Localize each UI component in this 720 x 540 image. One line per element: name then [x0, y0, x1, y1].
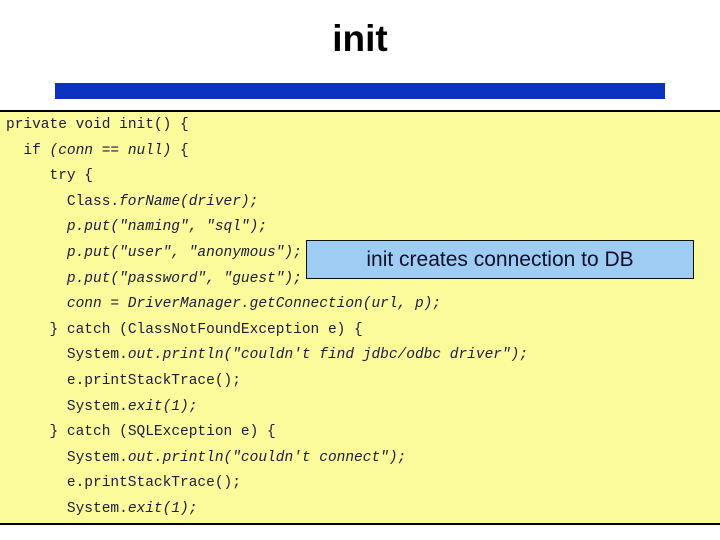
title-accent-bar: [55, 83, 665, 99]
code-panel: private void init() { if (conn == null) {…: [0, 110, 720, 525]
code-token-emphasis: out.println("couldn't find jdbc/odbc dri…: [127, 347, 529, 364]
page-title: init: [332, 18, 388, 59]
code-token: if: [23, 142, 50, 159]
code-token: System.: [66, 449, 128, 466]
code-token-emphasis: (conn == null): [49, 142, 181, 159]
code-line: System.out.println("couldn't connect");: [0, 446, 720, 472]
code-token: Class.: [66, 193, 120, 210]
code-token: System.: [66, 500, 128, 517]
code-line: if (conn == null) {: [0, 139, 720, 165]
code-token-emphasis: p.put("user", "anonymous");: [66, 244, 302, 261]
code-token-emphasis: exit(1);: [127, 398, 198, 415]
code-token: } catch (SQLException e) {: [49, 424, 276, 441]
callout-label: init creates connection to DB: [366, 247, 634, 271]
code-line: } catch (ClassNotFoundException e) {: [0, 318, 720, 344]
code-line: System.exit(1);: [0, 395, 720, 421]
code-token-emphasis: p.put("password", "guest");: [66, 270, 302, 287]
code-token: System.: [66, 398, 128, 415]
code-line: p.put("naming", "sql");: [0, 215, 720, 241]
code-line: conn = DriverManager.getConnection(url, …: [0, 292, 720, 318]
code-listing: private void init() { if (conn == null) {…: [0, 113, 720, 524]
code-token: {: [180, 142, 189, 159]
code-token: } catch (ClassNotFoundException e) {: [49, 321, 363, 338]
code-token-emphasis: forName(driver);: [119, 193, 259, 210]
code-line: Class.forName(driver);: [0, 190, 720, 216]
code-token: System.: [66, 347, 128, 364]
code-line: }: [0, 523, 720, 524]
code-line: e.printStackTrace();: [0, 369, 720, 395]
code-token-emphasis: exit(1);: [127, 500, 198, 517]
code-line: System.out.println("couldn't find jdbc/o…: [0, 343, 720, 369]
code-token: private void init() {: [6, 117, 189, 133]
code-token: e.printStackTrace();: [66, 372, 241, 389]
code-line: p.put("password", "guest");: [0, 267, 720, 293]
code-line: p.put("user", "anonymous");: [0, 241, 720, 267]
code-token-emphasis: p.put("naming", "sql");: [66, 219, 268, 236]
code-token: e.printStackTrace();: [66, 475, 241, 492]
code-line: try {: [0, 164, 720, 190]
callout-box: init creates connection to DB: [306, 240, 694, 279]
code-token: try {: [49, 168, 94, 185]
code-line: } catch (SQLException e) {: [0, 420, 720, 446]
code-line: private void init() {: [0, 113, 720, 139]
code-token-emphasis: out.println("couldn't connect");: [127, 449, 407, 466]
code-token-emphasis: conn = DriverManager.getConnection(url, …: [66, 296, 442, 313]
code-line: e.printStackTrace();: [0, 471, 720, 497]
code-line: System.exit(1);: [0, 497, 720, 523]
